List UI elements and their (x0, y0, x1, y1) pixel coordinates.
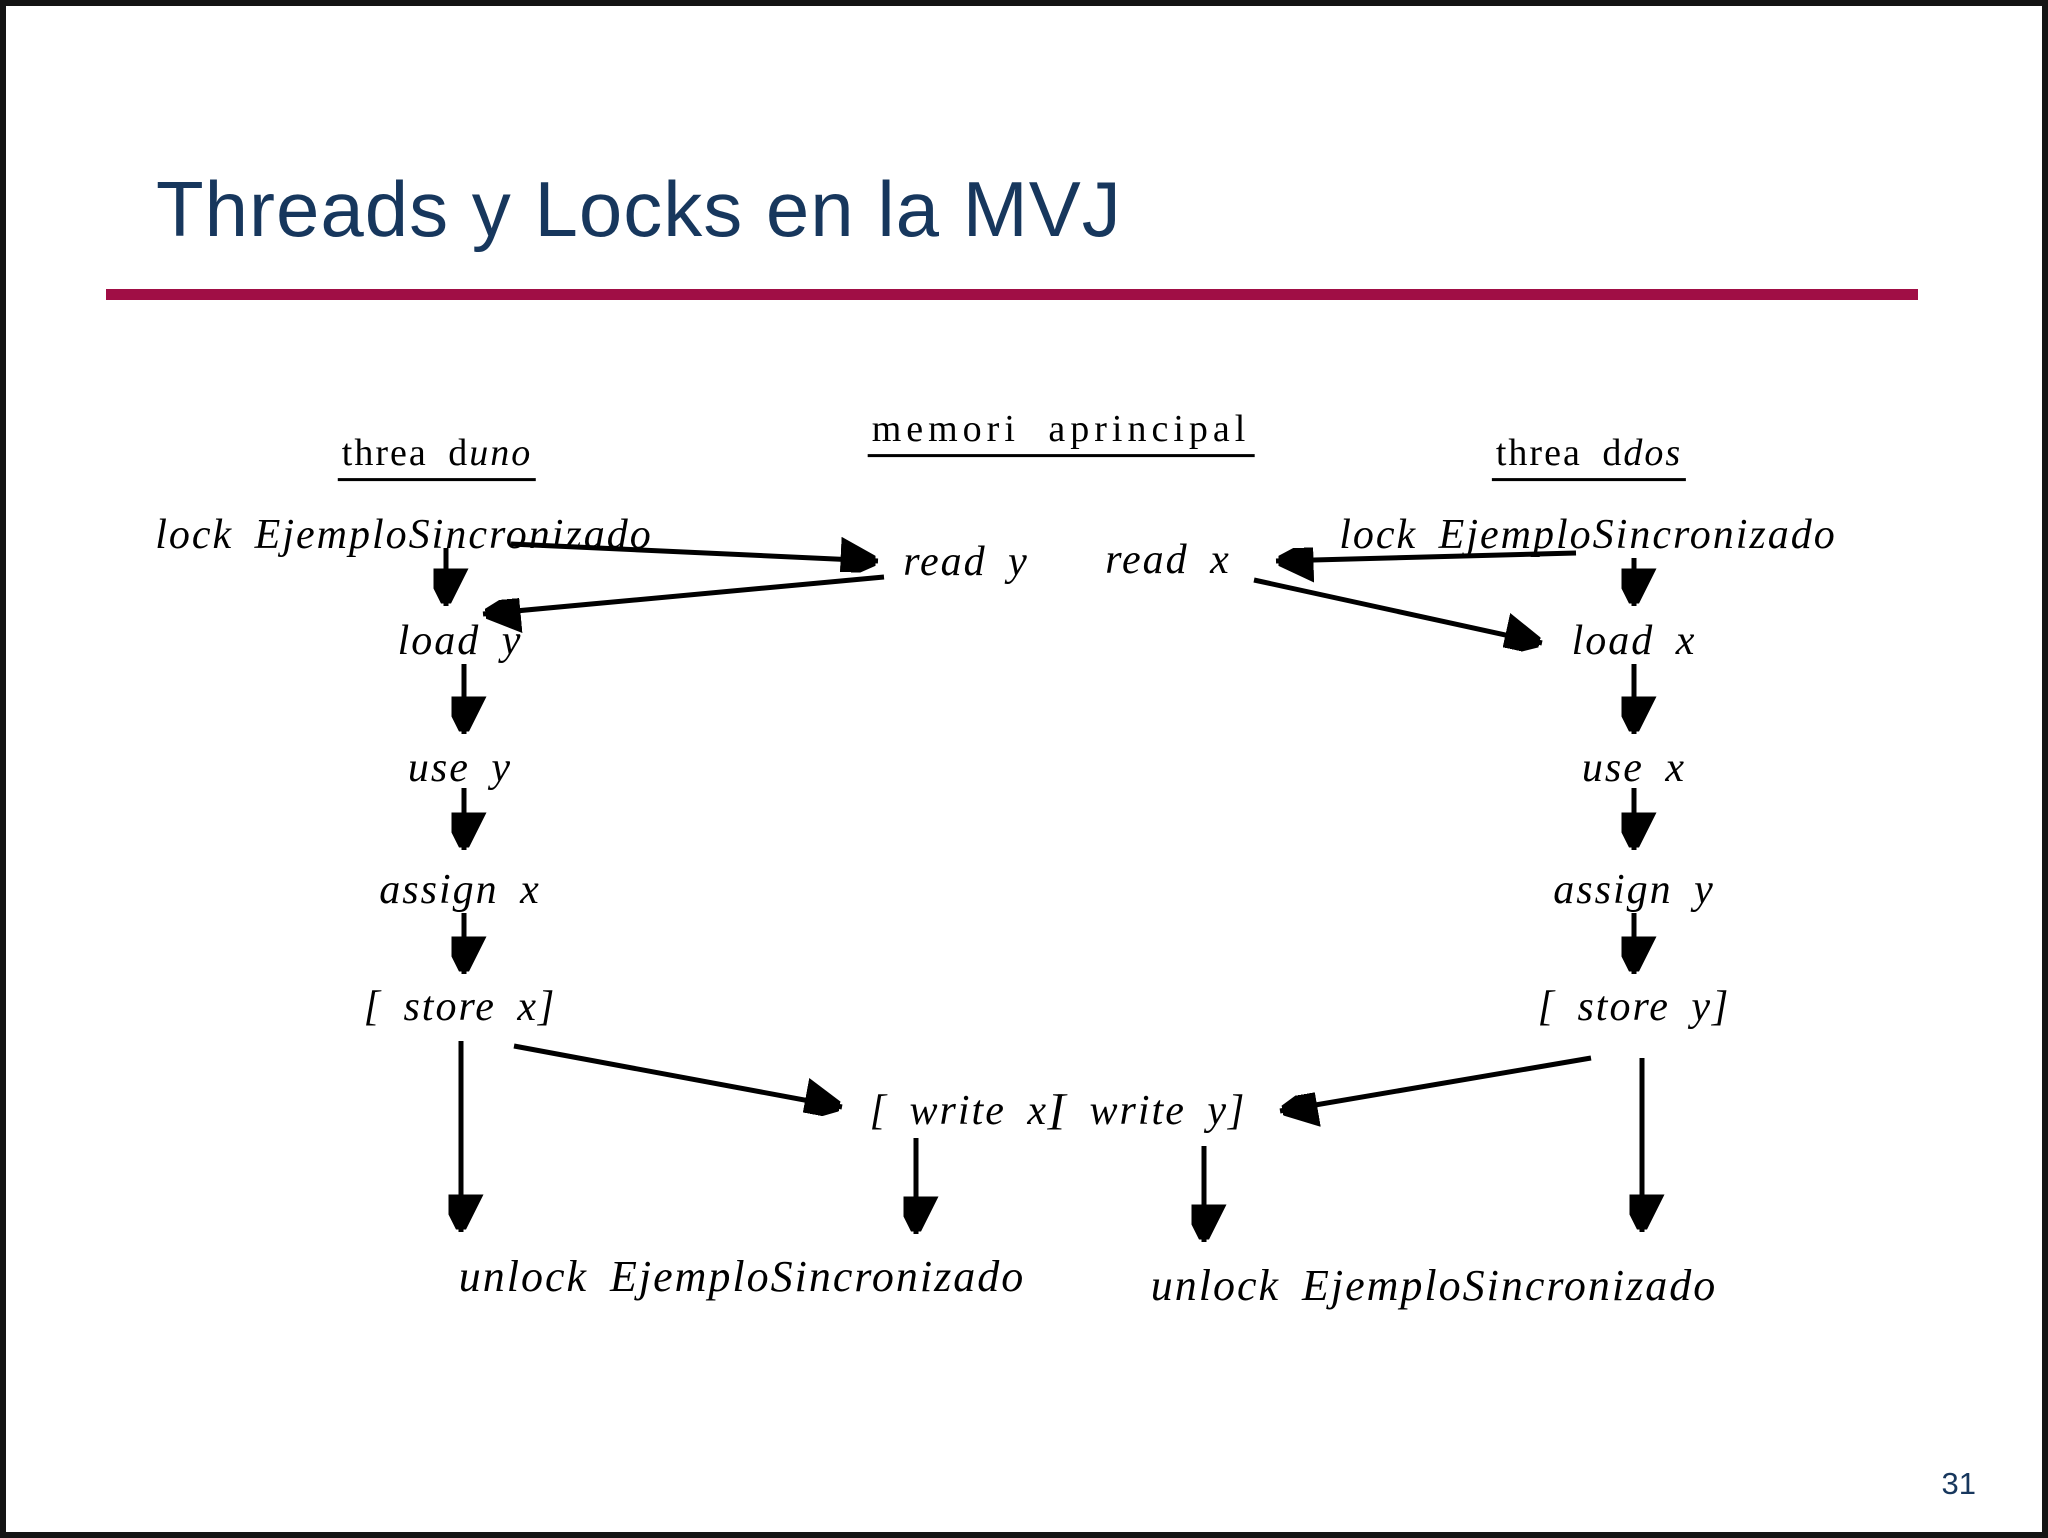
arrow-read-x-to-load-x (1253, 577, 1542, 643)
arrow-store-y-to-write-y (1279, 1055, 1592, 1111)
thread-dos-lock-label: lock EjemploSincronizado (1339, 511, 1837, 558)
thread-uno-header: threa duno (337, 432, 537, 481)
thread-uno-unlock-label: unlock EjemploSincronizado (458, 1251, 1026, 1301)
thread-uno-step-load: load y (397, 617, 523, 664)
thread-dos-step-load: load x (1571, 617, 1697, 664)
thread-uno-step-assign: assign x (379, 866, 541, 913)
arrow-store-x-to-write-x (513, 1043, 842, 1107)
thread-uno-step-use: use y (407, 744, 513, 791)
thread-dos-step-assign: assign y (1553, 866, 1715, 913)
thread-uno-step-store: [ store x] (363, 983, 557, 1030)
page-number: 31 (1941, 1466, 1976, 1501)
memory-read-x-label: read x (1105, 536, 1231, 583)
thread-dos-header-italic: dos (1623, 432, 1683, 475)
title-divider-rule (106, 289, 1918, 300)
thread-uno-header-italic: uno (469, 432, 533, 475)
thread-dos-step-store: [ store y] (1537, 983, 1731, 1030)
memory-write-y-label: [ write y] (1049, 1087, 1247, 1134)
memory-write-x-label: [ write x] (869, 1087, 1067, 1134)
slide-title: Threads y Locks en la MVJ (156, 165, 1122, 253)
memory-read-y-label: read y (903, 538, 1029, 585)
memoria-principal-header: memori aprincipal (867, 408, 1255, 457)
arrow-read-y-to-load-y (482, 574, 885, 614)
thread-dos-header: threa ddos (1491, 432, 1687, 481)
thread-uno-header-roman: threa d (341, 432, 470, 475)
thread-dos-unlock-label: unlock EjemploSincronizado (1150, 1260, 1718, 1310)
thread-dos-step-use: use x (1581, 744, 1687, 791)
thread-dos-header-roman: threa d (1495, 432, 1624, 475)
thread-uno-lock-label: lock EjemploSincronizado (155, 511, 653, 558)
